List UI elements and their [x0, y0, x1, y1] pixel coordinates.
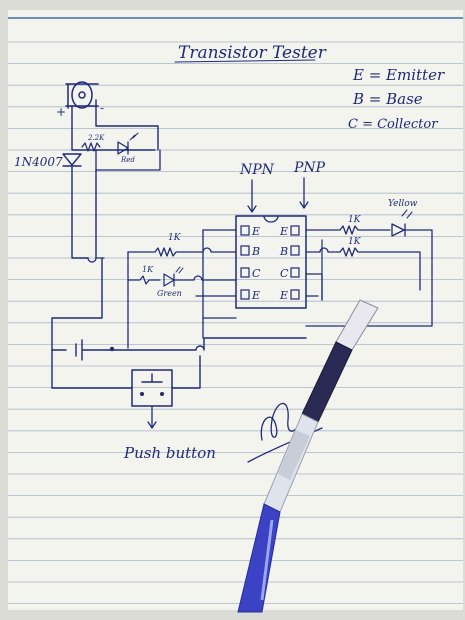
pen-illustration	[237, 299, 379, 613]
label-resistor-right-bottom: 1K	[348, 237, 362, 247]
socket-right-pin-label: B	[279, 245, 288, 258]
socket-right-pin-label: E	[279, 289, 288, 302]
label-resistor-2k2: 2.2K	[87, 134, 105, 142]
socket-right-pin-box	[290, 225, 300, 236]
label-led-red: Red	[120, 156, 135, 164]
label-push-button: Push button	[123, 444, 216, 462]
label-resistor-collector-left: 1K	[142, 265, 154, 274]
label-npn: NPN	[239, 162, 275, 178]
legend-emitter: E = Emitter	[352, 66, 445, 84]
socket-left-pin-box	[240, 289, 250, 300]
socket-right-pin-box	[290, 267, 300, 278]
resistor-collector-1k	[127, 275, 161, 285]
socket-left-pin-label: E	[251, 289, 260, 302]
battery-icon	[51, 337, 307, 361]
led-red-icon	[117, 132, 139, 155]
socket-left-pin-label: C	[252, 267, 261, 280]
diagram-title: Transistor Tester	[178, 43, 327, 63]
socket-left-pin-label: B	[251, 245, 260, 258]
dc-jack-icon	[65, 81, 99, 109]
label-led-green: Green	[157, 289, 182, 298]
resistor-right-top-1k	[305, 225, 391, 235]
socket-left-pin-box	[240, 267, 250, 278]
push-button-icon	[131, 369, 173, 429]
label-pnp: PNP	[293, 160, 326, 176]
label-diode: 1N4007	[14, 155, 63, 169]
socket-right-pin-box	[290, 289, 300, 300]
label-resistor-right-top: 1K	[348, 215, 362, 225]
label-resistor-base: 1K	[168, 233, 182, 243]
resistor-2k2	[81, 142, 101, 152]
legend-collector: C = Collector	[348, 117, 438, 132]
label-plus: +	[56, 105, 66, 119]
socket-right-pin-label: C	[280, 267, 289, 280]
socket-right-pin-box	[290, 245, 300, 256]
socket-left-pin-box	[240, 245, 250, 256]
socket-right-pin-label: E	[279, 225, 288, 238]
paper-sheet	[8, 10, 463, 610]
label-led-yellow: Yellow	[388, 199, 418, 209]
resistor-right-bottom-1k	[305, 247, 421, 291]
socket-left-pin-box	[240, 225, 250, 236]
legend-base: B = Base	[352, 90, 423, 108]
socket-left-pin-label: E	[251, 225, 260, 238]
label-minus: -	[100, 101, 104, 115]
